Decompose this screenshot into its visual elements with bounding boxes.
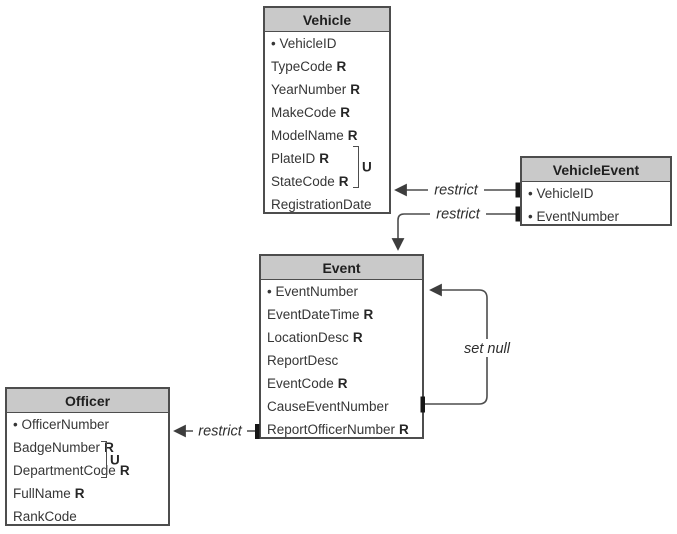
attribute-name: EventNumber (275, 284, 359, 299)
required-flag: R (340, 105, 351, 120)
entity-vehicle-event[interactable]: VehicleEvent • VehicleID • EventNumber (520, 156, 672, 226)
required-flag: R (399, 422, 409, 437)
unique-constraint-label: U (362, 159, 372, 175)
attribute-name: StateCode (271, 174, 335, 189)
attribute-row: CauseEventNumber (261, 395, 422, 418)
attribute-row: • VehicleID (522, 182, 670, 205)
required-flag: R (74, 486, 85, 501)
required-flag: R (350, 82, 361, 97)
label-bg (456, 339, 518, 357)
required-flag: R (347, 128, 358, 143)
required-flag: R (104, 440, 114, 455)
attribute-name: ReportDesc (267, 353, 339, 368)
attribute-row: ReportDesc (261, 349, 422, 372)
pk-bullet: • (271, 36, 280, 51)
label-bg (193, 422, 247, 439)
attribute-name: PlateID (271, 151, 316, 166)
relationship-label-set-null: set null (464, 341, 511, 357)
relationship-label-restrict-2: restrict (436, 207, 480, 223)
attribute-name: FullName (13, 486, 71, 501)
pk-bullet: • (528, 209, 537, 224)
attribute-name: YearNumber (271, 82, 347, 97)
pk-bullet: • (267, 284, 276, 299)
attribute-name: ReportOfficerNumber (267, 422, 396, 437)
attribute-name: EventDateTime (267, 307, 360, 322)
pk-bullet: • (528, 186, 537, 201)
attribute-row: • EventNumber (522, 205, 670, 228)
required-flag: R (363, 307, 374, 322)
attribute-name: OfficerNumber (21, 417, 110, 432)
label-bg (428, 181, 484, 198)
unique-constraint-label: U (110, 452, 120, 467)
entity-vehicle-title: Vehicle (265, 8, 389, 32)
entity-officer-title: Officer (7, 389, 168, 413)
relationship-line-vehicleevent-event (391, 213, 517, 251)
attribute-name: VehicleID (279, 36, 337, 51)
relationship-label-restrict-1: restrict (434, 183, 478, 199)
attribute-name: RegistrationDate (271, 197, 372, 212)
attribute-row: RankCode (7, 505, 168, 528)
attribute-row: RegistrationDate (265, 193, 389, 216)
attribute-name: RankCode (13, 509, 77, 524)
attribute-name: BadgeNumber (13, 440, 101, 455)
relationship-line-event-self (423, 283, 488, 405)
entity-vehicle-event-title: VehicleEvent (522, 158, 670, 182)
attribute-name: VehicleID (536, 186, 594, 201)
attribute-row: • EventNumber (261, 280, 422, 303)
attribute-row: • OfficerNumber (7, 413, 168, 436)
unique-constraint-bracket: U (353, 146, 372, 188)
required-flag: R (352, 330, 363, 345)
required-flag: R (338, 174, 349, 189)
attribute-name: CauseEventNumber (267, 399, 389, 414)
attribute-name: LocationDesc (267, 330, 349, 345)
relationship-label-restrict-3: restrict (198, 424, 242, 440)
label-bg (430, 205, 486, 222)
pk-bullet: • (13, 417, 22, 432)
required-flag: R (319, 151, 330, 166)
attribute-name: EventCode (267, 376, 334, 391)
attribute-name: ModelName (271, 128, 344, 143)
attribute-name: DepartmentCode (13, 463, 116, 478)
attribute-name: MakeCode (271, 105, 337, 120)
required-flag: R (119, 463, 130, 478)
attribute-name: TypeCode (271, 59, 333, 74)
entity-event-title: Event (261, 256, 422, 280)
required-flag: R (336, 59, 347, 74)
attribute-row: • VehicleID (265, 32, 389, 55)
attribute-name: EventNumber (536, 209, 620, 224)
entity-vehicle-event-attributes: • VehicleID • EventNumber (522, 182, 670, 228)
required-flag: R (337, 376, 348, 391)
unique-constraint-bracket: U (101, 441, 120, 478)
